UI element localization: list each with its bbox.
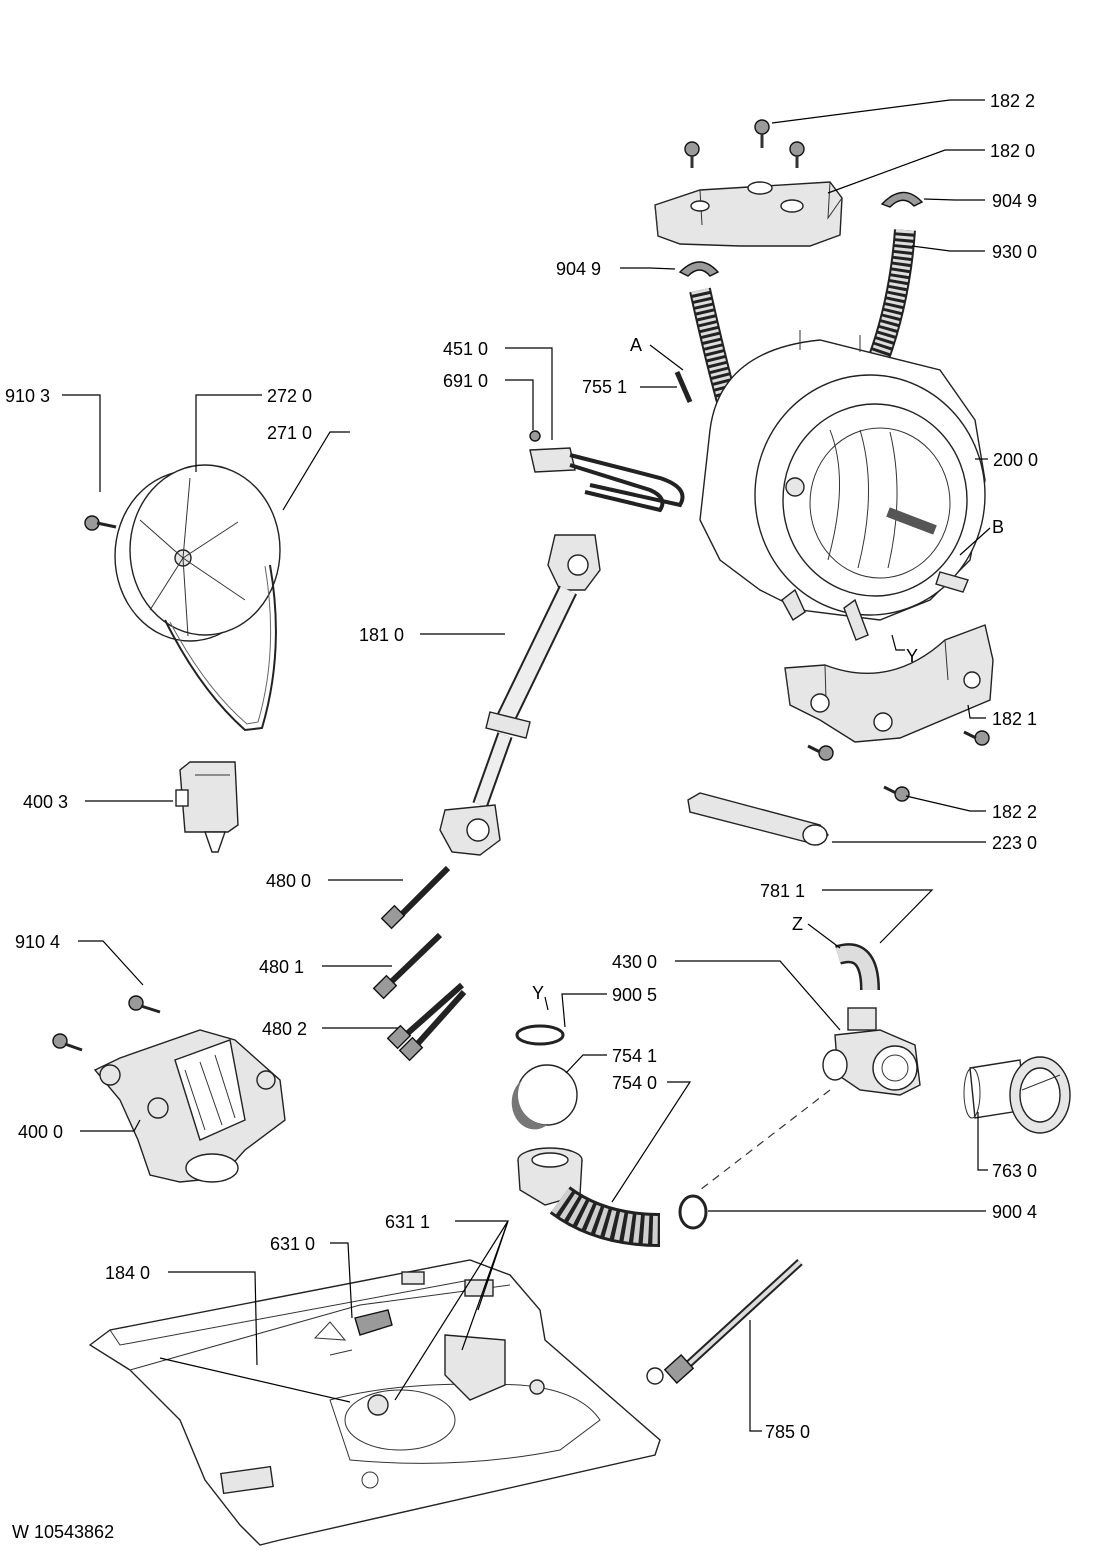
- label-430-0: 430 0: [612, 952, 657, 972]
- filter-400-3: [175, 761, 239, 853]
- label-480-0: 480 0: [266, 871, 311, 891]
- counterweight-top-182-0: [654, 181, 843, 247]
- label-691-0: 691 0: [443, 371, 488, 391]
- clamp-900-4: [678, 1194, 708, 1230]
- switch-631-0: [313, 1309, 393, 1356]
- belt-271-0: [164, 564, 277, 732]
- label-900-5: 900 5: [612, 985, 657, 1005]
- label-480-2: 480 2: [262, 1019, 307, 1039]
- label-272-0: 272 0: [267, 386, 312, 406]
- label-182-0: 182 0: [990, 141, 1035, 161]
- pin-755-1: [674, 371, 693, 403]
- part-labels: 182 2 182 0 904 9 930 0 904 9 451 0 691 …: [5, 91, 1038, 1442]
- rail-223-0: [687, 792, 829, 846]
- label-910-3: 910 3: [5, 386, 50, 406]
- ring-900-5: [515, 1024, 565, 1046]
- shock-absorber-181-0: [439, 534, 601, 856]
- leader-lines: [62, 99, 991, 1432]
- pulley-272-0: [114, 464, 281, 642]
- label-182-2-top: 182 2: [990, 91, 1035, 111]
- label-200-0: 200 0: [993, 450, 1038, 470]
- motor-400-0: [93, 1029, 286, 1183]
- label-182-2-bottom: 182 2: [992, 802, 1037, 822]
- bolt-480-1: [372, 932, 443, 1000]
- label-904-9-left: 904 9: [556, 259, 601, 279]
- hose-785-0: [646, 1259, 803, 1385]
- label-A: A: [630, 335, 642, 355]
- label-Z: Z: [792, 914, 803, 934]
- belt-271-0-inner: [169, 565, 272, 725]
- label-930-0: 930 0: [992, 242, 1037, 262]
- label-Y-tub: Y: [906, 646, 918, 666]
- counterweight-bottom-182-1: [784, 624, 994, 743]
- label-754-0: 754 0: [612, 1073, 657, 1093]
- label-480-1: 480 1: [259, 957, 304, 977]
- label-400-0: 400 0: [18, 1122, 63, 1142]
- pump-430-0: [822, 1007, 921, 1096]
- heater-451-0: [529, 430, 685, 513]
- label-Y-sump: Y: [532, 983, 544, 1003]
- label-900-4: 900 4: [992, 1202, 1037, 1222]
- label-400-3: 400 3: [23, 792, 68, 812]
- label-631-1: 631 1: [385, 1212, 430, 1232]
- screw-910-3: [84, 515, 117, 531]
- label-631-0: 631 0: [270, 1234, 315, 1254]
- bolt-480-0: [380, 865, 451, 930]
- label-182-1: 182 1: [992, 709, 1037, 729]
- label-754-1: 754 1: [612, 1046, 657, 1066]
- screw-182-2-top: [684, 119, 805, 168]
- document-id: W 10543862: [12, 1522, 115, 1542]
- dashed-guide: [699, 1089, 831, 1191]
- label-910-4: 910 4: [15, 932, 60, 952]
- label-223-0: 223 0: [992, 833, 1037, 853]
- filter-763-0: [963, 1056, 1071, 1134]
- ball-754-1-shade: [511, 1080, 547, 1130]
- label-755-1: 755 1: [582, 377, 627, 397]
- base-184-0: [88, 1259, 661, 1546]
- sump-hose-754-0: [517, 1147, 661, 1247]
- label-785-0: 785 0: [765, 1422, 810, 1442]
- label-451-0: 451 0: [443, 339, 488, 359]
- label-904-9-right: 904 9: [992, 191, 1037, 211]
- elbow-781-1-inner: [835, 945, 878, 991]
- tub-200-0: [699, 330, 986, 641]
- clip-904-9-left: [678, 261, 720, 277]
- screw-182-2-bottom: [807, 730, 990, 802]
- clip-904-9-right: [880, 191, 924, 208]
- label-763-0: 763 0: [992, 1161, 1037, 1181]
- bolt-480-2: [386, 982, 467, 1062]
- screw-910-4: [52, 995, 161, 1052]
- label-181-0: 181 0: [359, 625, 404, 645]
- label-781-1: 781 1: [760, 881, 805, 901]
- label-271-0: 271 0: [267, 423, 312, 443]
- label-184-0: 184 0: [105, 1263, 150, 1283]
- label-B: B: [992, 517, 1004, 537]
